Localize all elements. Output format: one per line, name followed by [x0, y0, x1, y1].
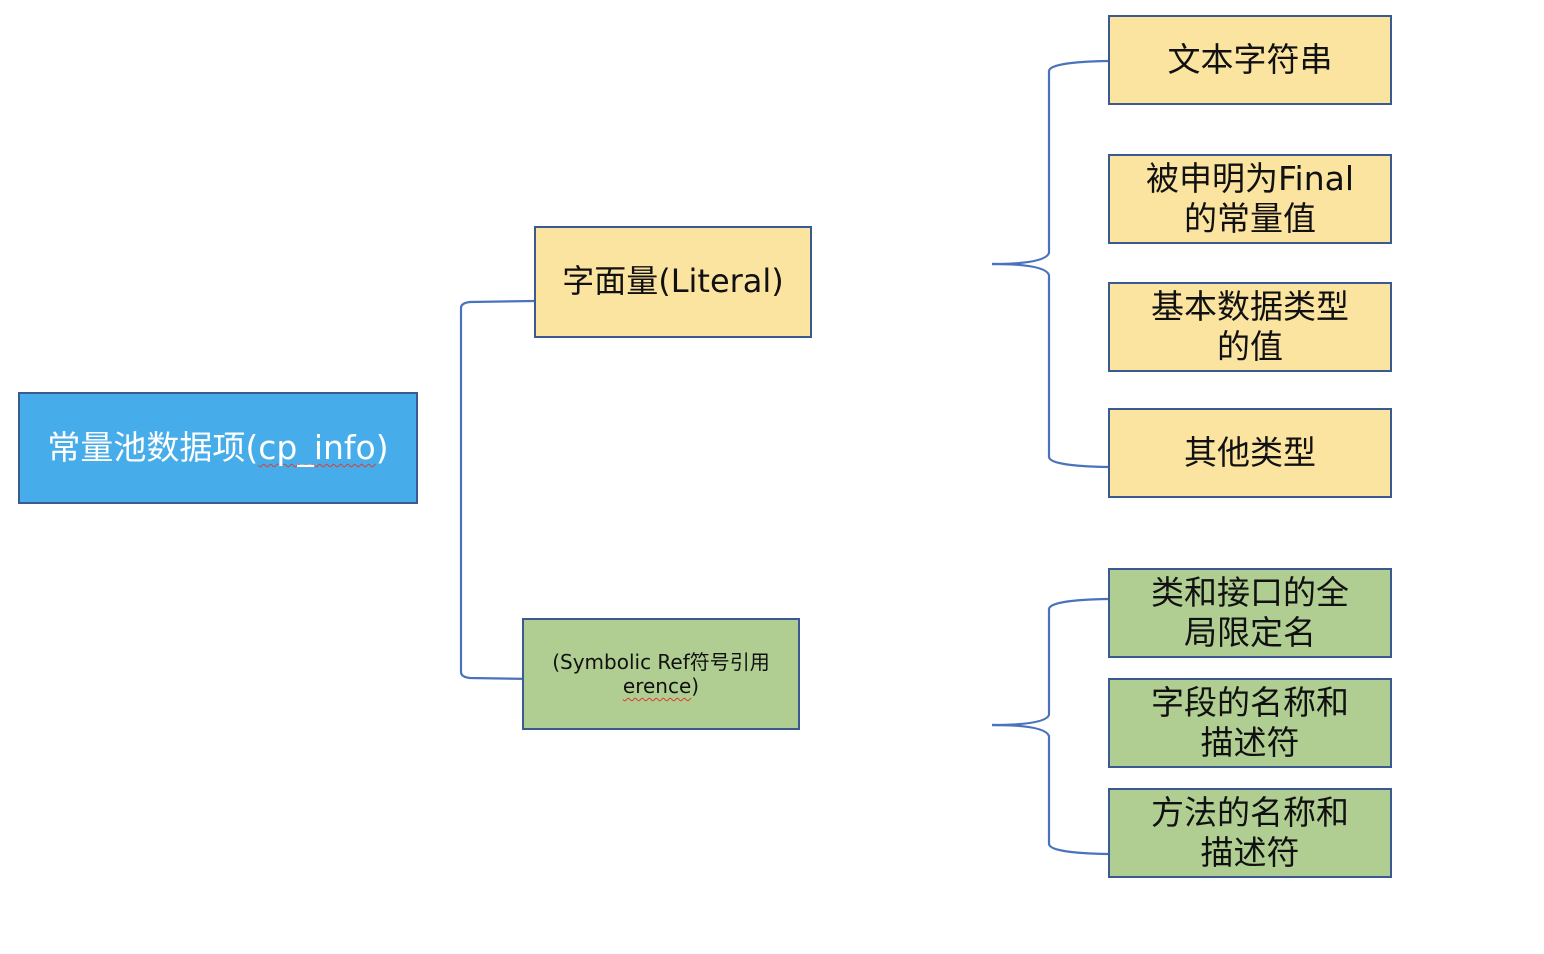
leaf-class-interface-name[interactable]: 类和接口的全 局限定名 — [1108, 568, 1392, 658]
branch-node-literal[interactable]: 字面量(Literal) — [534, 226, 812, 338]
leaf-text: 被申明为Final 的常量值 — [1146, 159, 1354, 240]
branch-symbolic-label-line2: erence) — [552, 674, 770, 698]
leaf-line: 描述符 — [1200, 833, 1300, 872]
leaf-text: 字段的名称和 描述符 — [1151, 683, 1349, 764]
root-label: 常量池数据项(cp_info) — [47, 428, 388, 468]
leaf-text: 其他类型 — [1184, 433, 1316, 473]
leaf-line: 局限定名 — [1184, 613, 1316, 652]
leaf-text: 类和接口的全 局限定名 — [1151, 573, 1349, 654]
branch-literal-label: 字面量(Literal) — [562, 262, 784, 301]
branch-symbolic-label-term: erence — [622, 674, 692, 698]
brace-symbolic-upper — [991, 597, 1109, 727]
branch-node-symbolic-reference[interactable]: (Symbolic Ref符号引用 erence) — [522, 618, 800, 730]
connector-root-to-literal — [459, 299, 535, 484]
leaf-line: 的值 — [1217, 327, 1283, 366]
leaf-method-name-descriptor[interactable]: 方法的名称和 描述符 — [1108, 788, 1392, 878]
root-node-cp-info[interactable]: 常量池数据项(cp_info) — [18, 392, 418, 504]
leaf-field-name-descriptor[interactable]: 字段的名称和 描述符 — [1108, 678, 1392, 768]
leaf-line: 被申明为Final — [1145, 158, 1355, 198]
leaf-line: 类和接口的全 — [1151, 572, 1349, 612]
leaf-primitive-value[interactable]: 基本数据类型 的值 — [1108, 282, 1392, 372]
brace-literal-lower — [991, 262, 1109, 469]
leaf-text: 基本数据类型 的值 — [1151, 287, 1349, 368]
leaf-text: 文本字符串 — [1168, 40, 1333, 80]
leaf-line: 的常量值 — [1184, 199, 1316, 238]
leaf-line: 方法的名称和 — [1151, 792, 1349, 832]
branch-symbolic-label-suffix: ) — [691, 674, 700, 698]
leaf-line: 字段的名称和 — [1151, 682, 1349, 722]
leaf-line: 描述符 — [1200, 723, 1300, 762]
leaf-final-constant-value[interactable]: 被申明为Final 的常量值 — [1108, 154, 1392, 244]
root-label-suffix: ) — [375, 427, 389, 467]
branch-symbolic-label-line1: (Symbolic Ref符号引用 — [552, 649, 770, 674]
leaf-text: 方法的名称和 描述符 — [1151, 793, 1349, 874]
leaf-other-types[interactable]: 其他类型 — [1108, 408, 1392, 498]
leaf-line: 基本数据类型 — [1151, 286, 1349, 326]
leaf-line: 文本字符串 — [1167, 39, 1333, 79]
brace-symbolic-lower — [991, 723, 1109, 856]
leaf-text-string[interactable]: 文本字符串 — [1108, 15, 1392, 105]
root-label-prefix: 常量池数据项( — [47, 427, 259, 467]
root-label-term: cp_info — [258, 427, 376, 467]
branch-symbolic-label: (Symbolic Ref符号引用 erence) — [552, 650, 770, 699]
brace-literal-upper — [991, 59, 1109, 266]
leaf-line: 其他类型 — [1184, 432, 1316, 472]
